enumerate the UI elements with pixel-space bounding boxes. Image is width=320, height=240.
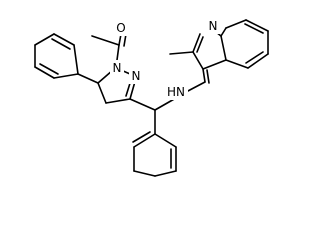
atom-label-amine-nh: HN: [164, 84, 188, 100]
svg-text:N: N: [113, 61, 122, 75]
atom-label-acetyl-o: O: [114, 20, 128, 36]
svg-text:O: O: [116, 21, 125, 35]
phenyl-ring-left: [34, 33, 99, 84]
atom-label-pyrazoline-n2: N: [129, 68, 143, 84]
benzene-ring-center: [129, 97, 177, 177]
indole-ring-system: [169, 19, 269, 70]
atom-label-pyrazoline-n1: N: [110, 60, 124, 76]
svg-text:HN: HN: [167, 85, 185, 99]
acetyl-group: [91, 33, 127, 61]
chemical-structure: O N N HN N: [34, 18, 269, 177]
svg-text:N: N: [132, 69, 141, 83]
svg-text:N: N: [209, 19, 218, 33]
atom-label-indole-n: N: [206, 18, 220, 34]
